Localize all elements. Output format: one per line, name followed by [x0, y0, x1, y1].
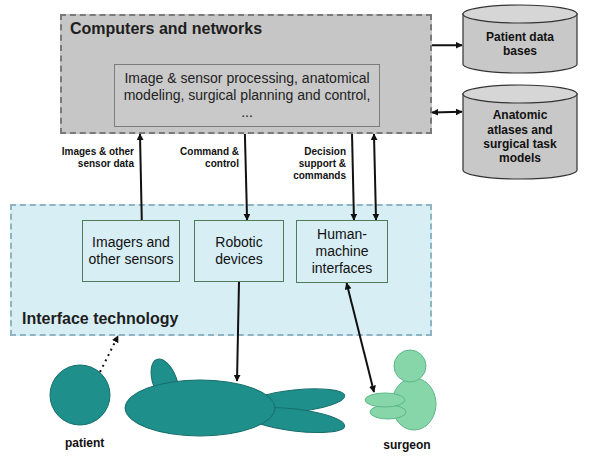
- edge-label: Decision support & commands: [270, 146, 346, 182]
- patient-figure: patient: [20, 340, 360, 454]
- surgeon-arm: [365, 393, 405, 407]
- device-box: Imagers and other sensors: [82, 220, 180, 282]
- interface-band: Interface technology Imagers and other se…: [10, 204, 432, 336]
- box-text: Human-machine interfaces: [301, 226, 383, 276]
- database-cylinder: Patient data bases: [462, 4, 578, 74]
- connector-arrow: [432, 44, 462, 46]
- box-text: Robotic devices: [199, 234, 279, 268]
- dotted-arrow: [100, 336, 118, 372]
- cylinder-top: [463, 5, 577, 23]
- surgeon-figure: surgeon: [362, 346, 452, 454]
- connector-arrow: [432, 111, 462, 114]
- cylinder-body: [463, 93, 577, 179]
- box-text: Patient data bases: [476, 30, 564, 59]
- box-text: Imagers and other sensors: [87, 234, 175, 268]
- group-title: Interface technology: [22, 310, 430, 328]
- device-box: Robotic devices: [194, 220, 284, 282]
- computer-group: Computers and networksImage & sensor pro…: [60, 14, 432, 134]
- surgeon-illustration: [365, 350, 436, 430]
- patient-torso: [125, 380, 275, 436]
- database-cylinder: Anatomic atlases and surgical task model…: [462, 84, 578, 180]
- group-title: Computers and networks: [70, 20, 422, 38]
- box-text: Anatomic atlases and surgical task model…: [476, 108, 564, 166]
- patient-illustration: [50, 355, 346, 437]
- device-box: Human-machine interfaces: [296, 220, 388, 283]
- edge-label: Command & control: [167, 146, 239, 170]
- surgeon-head: [394, 350, 426, 382]
- figure-label: surgeon: [383, 438, 430, 452]
- process-box: Image & sensor processing, anatomical mo…: [114, 64, 380, 127]
- box-text: Image & sensor processing, anatomical mo…: [123, 70, 371, 120]
- figure-label: patient: [65, 436, 104, 450]
- cylinder-top: [463, 85, 577, 103]
- edge-label: Images & other sensor data: [44, 146, 134, 170]
- patient-head: [50, 365, 110, 425]
